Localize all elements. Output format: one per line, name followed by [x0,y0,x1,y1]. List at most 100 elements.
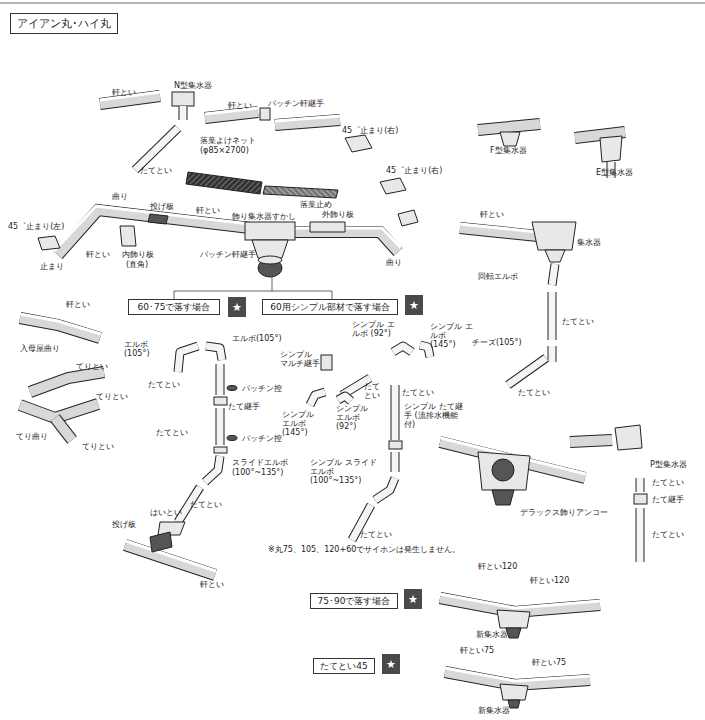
gutter [290,232,398,252]
collector [478,452,530,490]
part-label: てりとい [96,392,128,401]
downpipe [549,292,556,340]
star-badge: ★ [404,589,422,609]
part-label: たて継手 [652,495,684,504]
new-collector-set [440,594,600,708]
part-label: シンプル エルボ (145°) [282,410,322,438]
collector-p [615,425,642,450]
gutter [478,124,540,130]
part-label: ※丸75、105、120+60でサイホンは発生しません。 [268,545,460,554]
spout [158,522,185,535]
part-label: シンプル スライドエルボ (100°~135°) [310,458,378,486]
gutter [30,372,104,392]
end-stop [398,210,418,226]
ornament-collector [245,222,295,240]
tree-line [174,291,332,292]
downpipe [216,408,225,445]
part-label: バッチン軒継手 [200,250,256,259]
downpipe [637,508,644,562]
pipe-joint [214,447,227,453]
part-label: シンプル エルボ (92°) [352,320,396,338]
downpipe [392,385,399,440]
downpipe [217,364,224,395]
corner-parts [20,314,104,440]
gutter [55,418,72,440]
end-stop [345,135,372,152]
outlet [506,628,521,638]
part-label: たてとい [652,478,684,487]
part-label: 45゜止まり(右) [342,126,398,135]
collector [545,250,565,262]
case-box: 60･75で落す場合 [128,299,220,315]
part-label: 回転エルボ [478,272,518,281]
inner-plate [120,226,136,246]
collector-n [172,92,194,106]
gutter [440,598,600,612]
part-label: シンプル たて継手 (流排水機能付) [404,402,468,430]
elbow [420,345,430,357]
downpipe [135,128,178,170]
part-label: デラックス飾りアンコー [520,508,608,517]
part-label: 軒とい [66,300,90,309]
outlet [492,490,514,505]
clip [227,436,237,441]
part-label: たてとい [364,382,384,400]
part-label: 新集水器 [478,706,510,715]
part-label: チーズ(105°) [472,338,522,347]
part-label: E型集水器 [596,168,633,177]
part-label: たてとい [402,388,434,397]
gutter [570,440,612,442]
node-text: 75･90で落す場合 [318,595,391,608]
part-label: 外飾り板 [322,210,354,219]
collector [497,610,530,628]
elbow [178,346,198,372]
slide-elbow [205,456,220,482]
part-label: パッチン控 [242,434,282,443]
part-label: バッチン軒継手 [268,99,324,108]
part-label: 投げ板 [112,520,136,529]
collector [500,684,528,700]
simple-set [310,345,430,540]
node-text: ★ [386,658,396,671]
downpipe [135,128,178,170]
part-label: 軒とい120 [530,576,569,585]
part-label: シンプル マルチ継手 [280,350,320,368]
elbow [552,264,555,285]
pipe [180,106,187,120]
downpipe [636,478,645,492]
collector-f [500,132,520,146]
part-label: F型集水器 [490,146,527,155]
node-text: ★ [408,593,418,606]
tree-line [174,291,175,299]
node-text: 60用シンプル部材で落す場合 [270,301,389,314]
part-label: 軒とい [196,206,220,215]
elbow [178,346,198,372]
elbow [310,392,325,405]
elbow [206,346,222,360]
part-label: P型集水器 [650,460,687,469]
gutter [125,545,215,575]
collector-outlet [258,256,282,264]
gutter-joint [260,108,270,120]
part-label: 投げ板 [150,202,174,211]
node-text: 60･75で落す場合 [138,301,211,314]
gutter [440,598,600,612]
leaf-stop [263,186,338,198]
part-label: たてとい [562,317,594,326]
slide-elbow [375,478,395,500]
part-label: 入母屋曲り [20,344,60,353]
clip [227,386,237,391]
downpipe [391,385,400,440]
part-label: (φ85×2700) [200,146,249,155]
part-label: 軒とい120 [478,562,517,571]
elbow [338,396,351,401]
elbow [552,264,555,285]
throw-plate [150,532,172,552]
part-label: たてとい [518,388,550,397]
downpipe [508,358,546,385]
part-label: たてとい [360,530,392,539]
part-label: シンプル エルボ (92°) [336,404,376,432]
elbow [206,346,222,360]
downpipe [392,452,399,472]
case-box: 60用シンプル部材で落す場合 [262,299,398,315]
